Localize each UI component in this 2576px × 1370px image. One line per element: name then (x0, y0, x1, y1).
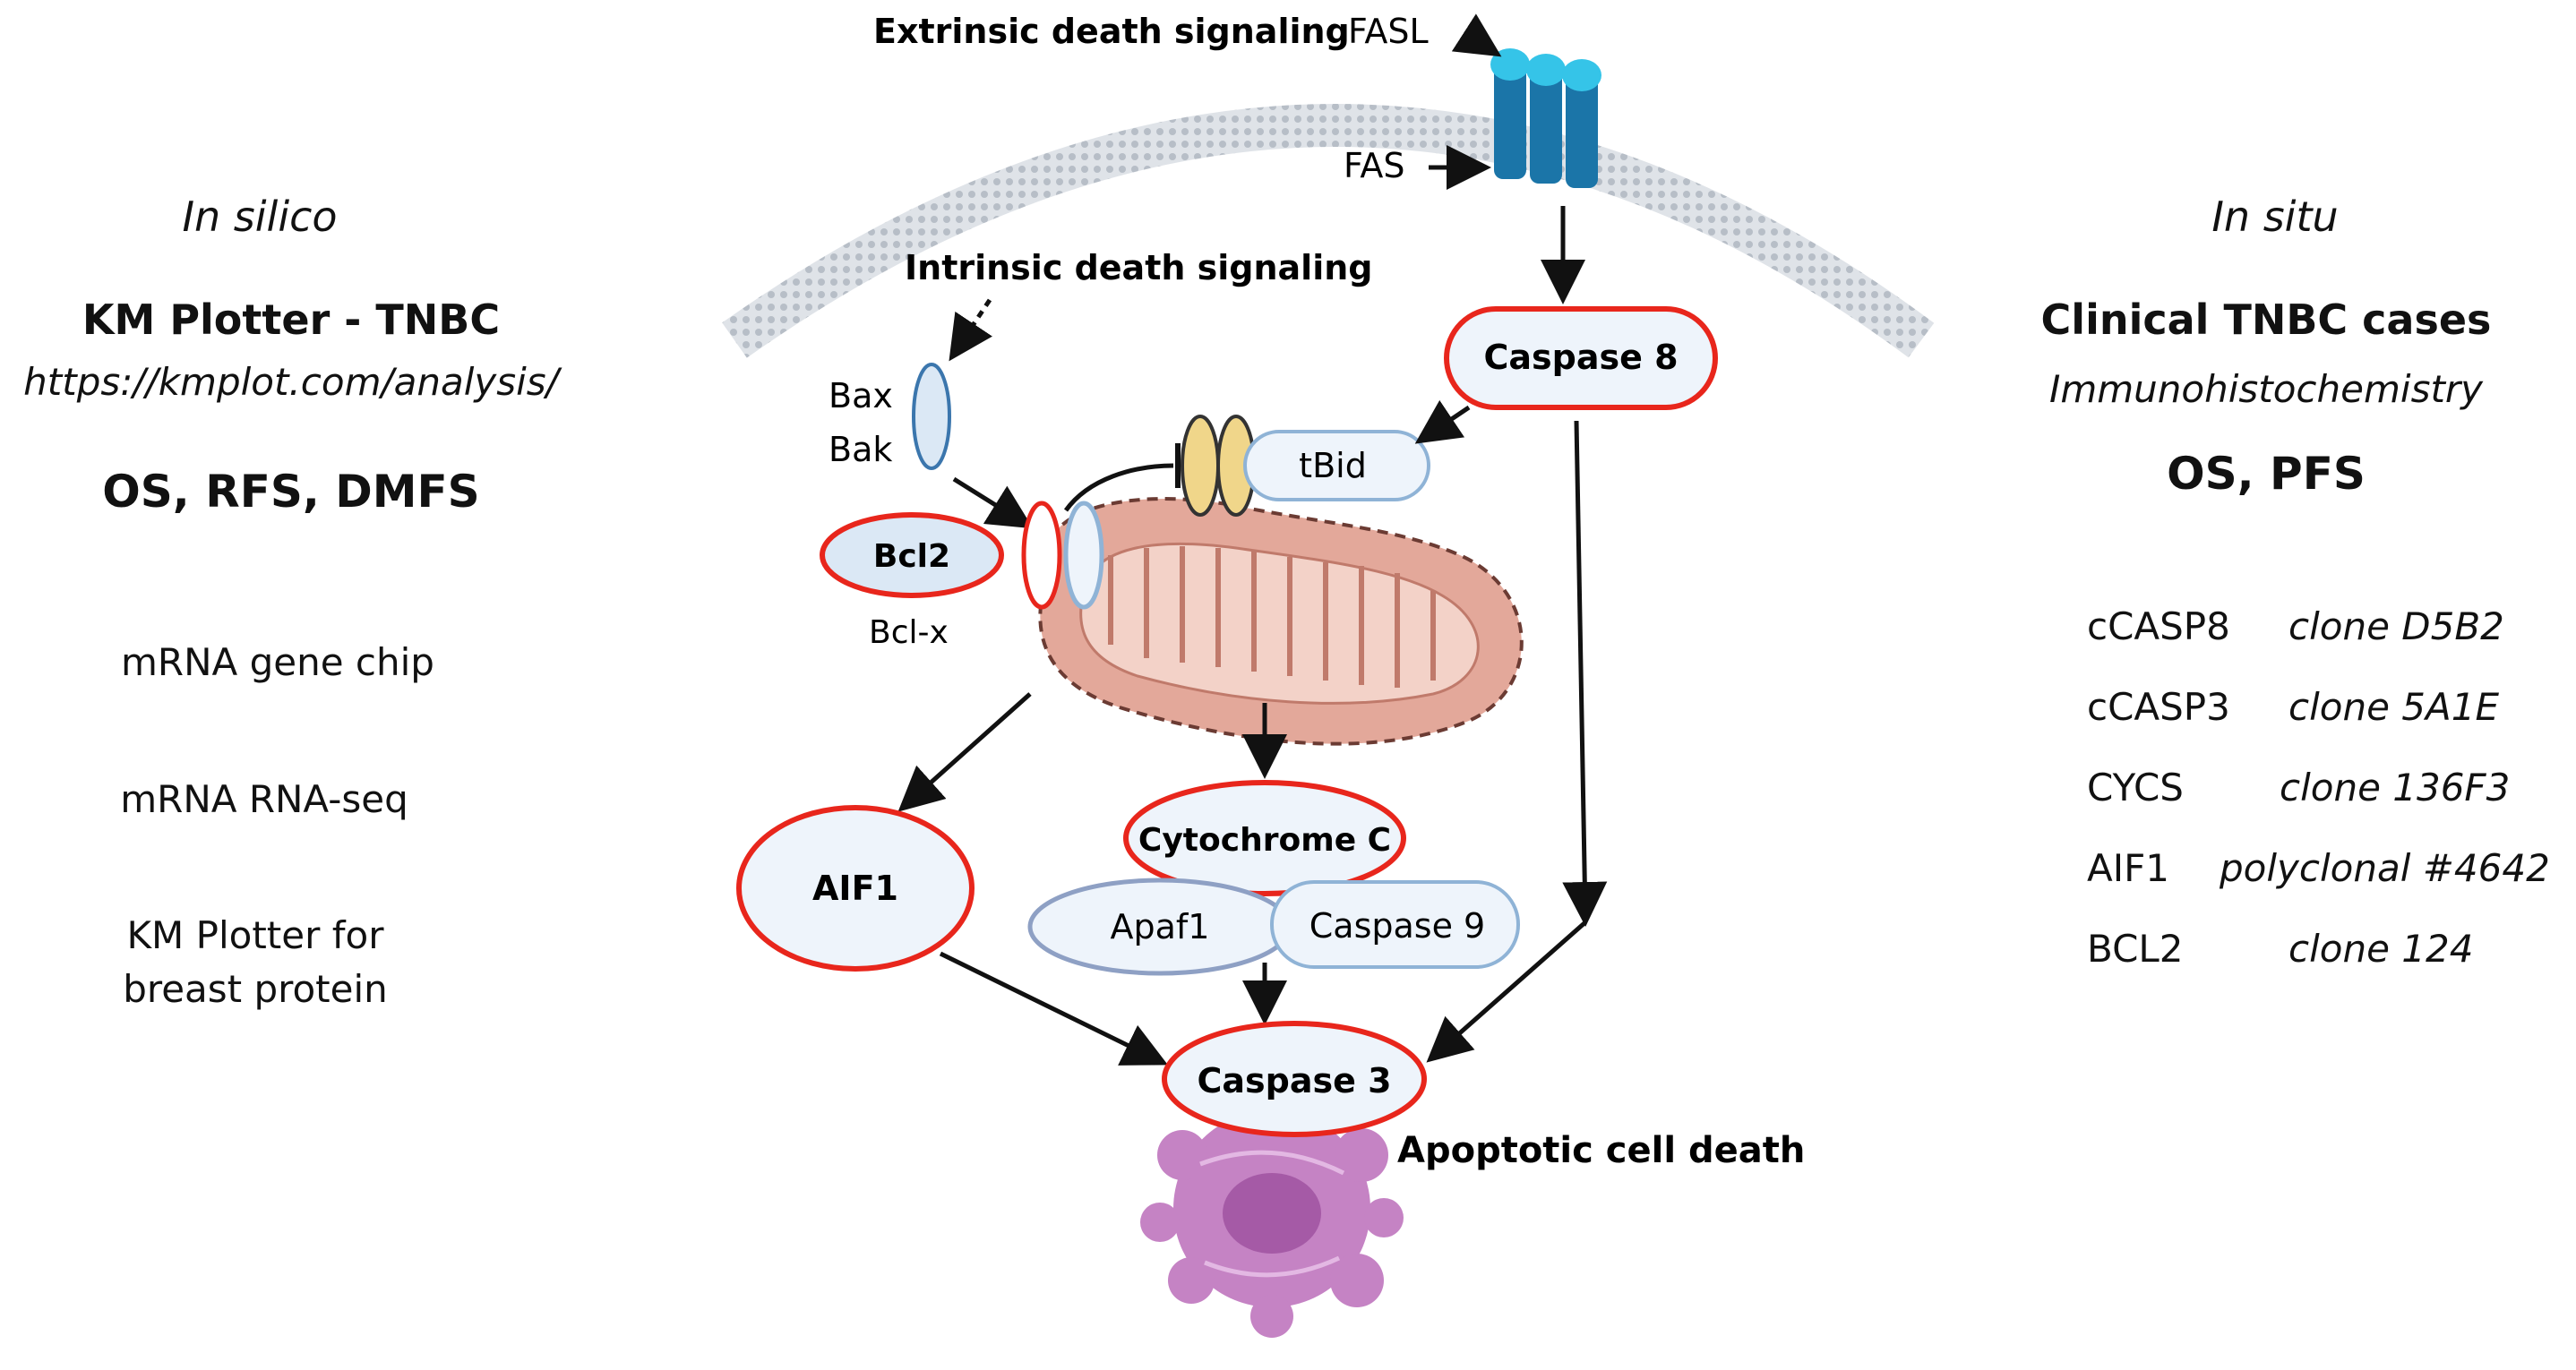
aif1-to-caspase3-arrow (939, 951, 1168, 1066)
apoptotic-death-label: Apoptotic cell death (1397, 1130, 1805, 1171)
bcl2-pore (1021, 501, 1062, 610)
km-plotter-url: https://kmplot.com/analysis/ (23, 360, 559, 404)
mitochondrion (1038, 497, 1524, 746)
cell-membrane (722, 104, 1935, 358)
fas-receptor (1490, 48, 1601, 188)
caspase8-node (1444, 306, 1718, 410)
left-endpoints: OS, RFS, DMFS (102, 466, 480, 518)
cytochrome-c-node (1123, 780, 1406, 896)
caspase8-to-caspase3-arrow (1426, 920, 1587, 1063)
fasl-arrow (1451, 13, 1502, 57)
km-plotter-title: KM Plotter - TNBC (82, 295, 501, 344)
dataset-protein-line2: breast protein (123, 967, 388, 1011)
aif1-label: AIF1 (812, 869, 898, 908)
caspase9-label: Caspase 9 (1309, 906, 1485, 946)
marker-bcl2: BCL2 (2087, 927, 2184, 971)
dataset-gene-chip: mRNA gene chip (121, 640, 434, 684)
clinical-cohort-title: Clinical TNBC cases (2040, 295, 2492, 344)
caspase8-to-tbid-arrow (1414, 399, 1471, 444)
channel-left (1181, 415, 1220, 517)
mito-to-aif1-arrow (897, 692, 1032, 812)
caspase8-down-line (1562, 420, 1608, 927)
aif1-node (736, 805, 975, 972)
clone-aif1: polyclonal #4642 (2220, 846, 2550, 890)
ihc-method: Immunohistochemistry (2048, 367, 2484, 411)
intrinsic-label: Intrinsic death signaling (905, 248, 1372, 287)
right-heading: In situ (2211, 193, 2339, 241)
bcl2-node (820, 512, 1004, 598)
dataset-rna-seq: mRNA RNA-seq (120, 777, 408, 821)
marker-aif1: AIF1 (2087, 846, 2169, 890)
apoptotic-cell (1140, 1110, 1404, 1338)
marker-cycs: CYCS (2087, 766, 2184, 809)
bax-bak-channel (912, 363, 951, 470)
clone-cycs: clone 136F3 (2280, 766, 2511, 809)
intrinsic-dotted-arrow (949, 298, 992, 362)
bcl2-label: Bcl2 (873, 538, 950, 575)
caspase3-label: Caspase 3 (1197, 1061, 1391, 1100)
tbid-label: tBid (1299, 446, 1367, 485)
cytochrome-c-label: Cytochrome C (1138, 822, 1391, 859)
dataset-protein-line1: KM Plotter for (126, 913, 384, 957)
bclx-label: Bcl-x (869, 614, 949, 651)
caspase8-label: Caspase 8 (1483, 338, 1678, 377)
caspase9-node (1270, 880, 1520, 969)
bax-label: Bax (829, 376, 893, 415)
clone-ccasp8: clone D5B2 (2288, 604, 2504, 648)
apaf1-label: Apaf1 (1111, 907, 1210, 946)
tbid-node (1243, 430, 1430, 501)
fas-label: FAS (1344, 146, 1405, 185)
bcl2-inhibition-line (1063, 463, 1174, 512)
left-heading: In silico (182, 193, 338, 241)
marker-ccasp3: cCASP3 (2087, 685, 2230, 729)
bclx-pore (1063, 501, 1104, 610)
right-endpoints: OS, PFS (2167, 448, 2366, 500)
caspase3-node (1162, 1021, 1427, 1137)
bax-to-mito-arrow (952, 476, 1034, 529)
marker-ccasp8: cCASP8 (2087, 604, 2230, 648)
fasl-label: FASL (1348, 12, 1429, 51)
bak-label: Bak (829, 430, 892, 469)
extrinsic-label: Extrinsic death signaling (873, 12, 1350, 51)
clone-ccasp3: clone 5A1E (2288, 685, 2499, 729)
clone-bcl2: clone 124 (2288, 927, 2474, 971)
